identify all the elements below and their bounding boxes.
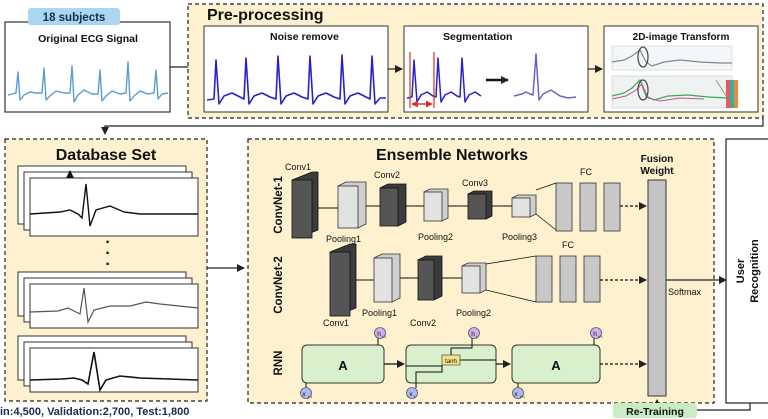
rnn-input-current-sub: t [414, 395, 415, 399]
database-dots-1: · [105, 234, 110, 251]
rnn-input-next-sub: t+1 [520, 395, 525, 399]
convnet2-conv1-label: Conv1 [323, 318, 349, 328]
rnn-input-current-label: x [409, 391, 413, 398]
rnn-output-current [468, 327, 480, 339]
convnet2-pool2-layer [461, 265, 481, 294]
rnn-output-next-sub: t+1 [598, 335, 603, 339]
convnet1-block: ConvNet-1 Conv1 Pooling1 Conv2 Pooling2 … [273, 162, 647, 244]
rnn-block: RNN A tanh A x t-1 x t x t+1 h [273, 327, 647, 399]
noise-remove-title: Noise remove [270, 31, 339, 43]
rnn-label: RNN [273, 351, 285, 376]
convnet1-fc-3 [603, 182, 621, 232]
convnet2-conv2-label: Conv2 [410, 318, 436, 328]
rnn-output-prev-label: h [377, 331, 381, 338]
user-recognition-line1: User [735, 258, 747, 283]
segmentation-title: Segmentation [443, 31, 512, 43]
database-stack-middle [17, 271, 199, 329]
convnet2-pool2-label: Pooling2 [456, 308, 491, 318]
database-dots-2: · [105, 245, 110, 262]
convnet2-fc-1 [535, 255, 553, 303]
convnet2-conv2-layer [417, 259, 435, 301]
segmented-ecg-signal [406, 52, 577, 108]
convnet1-fc-2 [579, 182, 597, 232]
transform-title: 2D-image Transform [633, 32, 730, 43]
softmax-label: Softmax [668, 287, 702, 297]
convnet2-pool1-layer [373, 257, 393, 303]
database-title: Database Set [56, 147, 157, 164]
convnet1-conv1-label: Conv1 [285, 162, 311, 172]
convnet1-conv3-label: Conv3 [462, 178, 488, 188]
rnn-input-prev-sub: t-1 [308, 395, 312, 399]
convnet2-block: ConvNet-2 Conv1 Pooling1 Conv2 Pooling2 … [273, 240, 647, 328]
database-dots-3: · [105, 256, 110, 273]
rnn-input-prev-label: x [302, 391, 306, 398]
rnn-input-next-label: x [514, 391, 518, 398]
convnet2-conv1-layer [329, 251, 351, 317]
rnn-cell-prev-label: A [338, 358, 348, 373]
convnet1-fc-label: FC [580, 167, 592, 177]
rnn-output-prev-sub: t-1 [382, 335, 386, 339]
transform-image [611, 45, 738, 109]
convnet1-conv2-layer [379, 187, 399, 227]
convnet2-pool1-label: Pooling1 [362, 308, 397, 318]
retraining-badge [613, 403, 697, 418]
retraining-label: Re-Training [626, 406, 684, 418]
original-signal-box [4, 21, 171, 113]
original-signal-title: Original ECG Signal [38, 33, 138, 45]
convnet1-pool3-label: Pooling3 [502, 232, 537, 242]
dataset-split-text: in:4,500, Validation:2,700, Test:1,800 [0, 406, 189, 418]
convnet1-conv2-label: Conv2 [374, 170, 400, 180]
convnet1-pool3-layer [511, 197, 531, 218]
convnet1-pool1-label: Pooling1 [326, 234, 361, 244]
arrow-preprocessing-to-database [101, 118, 764, 135]
fusion-title-line1: Fusion [641, 154, 674, 165]
user-recognition-line2: Recognition [749, 239, 761, 303]
database-stack-bottom [17, 335, 199, 393]
rnn-input-current [406, 387, 418, 399]
denoised-ecg-signal [206, 54, 386, 105]
convnet2-fc-2 [559, 255, 577, 303]
database-stack-top [17, 165, 199, 237]
original-ecg-signal [7, 61, 169, 103]
convnet2-label: ConvNet-2 [273, 256, 285, 314]
convnet2-fc-3 [583, 255, 601, 303]
convnet1-fc-1 [555, 182, 573, 232]
rnn-output-current-sub: t [476, 335, 477, 339]
convnet1-pool2-layer [423, 191, 443, 222]
convnet1-label: ConvNet-1 [273, 176, 285, 234]
ensemble-title: Ensemble Networks [376, 147, 528, 164]
rnn-output-next [590, 327, 602, 339]
rnn-output-current-label: h [471, 331, 475, 338]
subjects-badge-label: 18 subjects [43, 12, 106, 24]
rnn-input-next [512, 387, 524, 399]
fusion-weight-bar [647, 179, 667, 397]
rnn-tanh-label: tanh [445, 359, 457, 365]
user-recognition-box [725, 138, 768, 404]
rnn-input-prev [300, 387, 312, 399]
convnet1-pool1-layer [337, 185, 359, 229]
convnet2-fc-label: FC [562, 240, 574, 250]
fusion-title-line2: Weight [640, 166, 674, 177]
noise-remove-box [203, 25, 389, 113]
subjects-badge [28, 8, 120, 25]
preprocessing-title: Pre-processing [207, 7, 323, 24]
convnet1-pool2-label: Pooling2 [418, 232, 453, 242]
convnet1-conv3-layer [467, 193, 487, 220]
rnn-cell-next-label: A [551, 358, 561, 373]
rnn-output-prev [374, 327, 386, 339]
rnn-output-next-label: h [593, 331, 597, 338]
